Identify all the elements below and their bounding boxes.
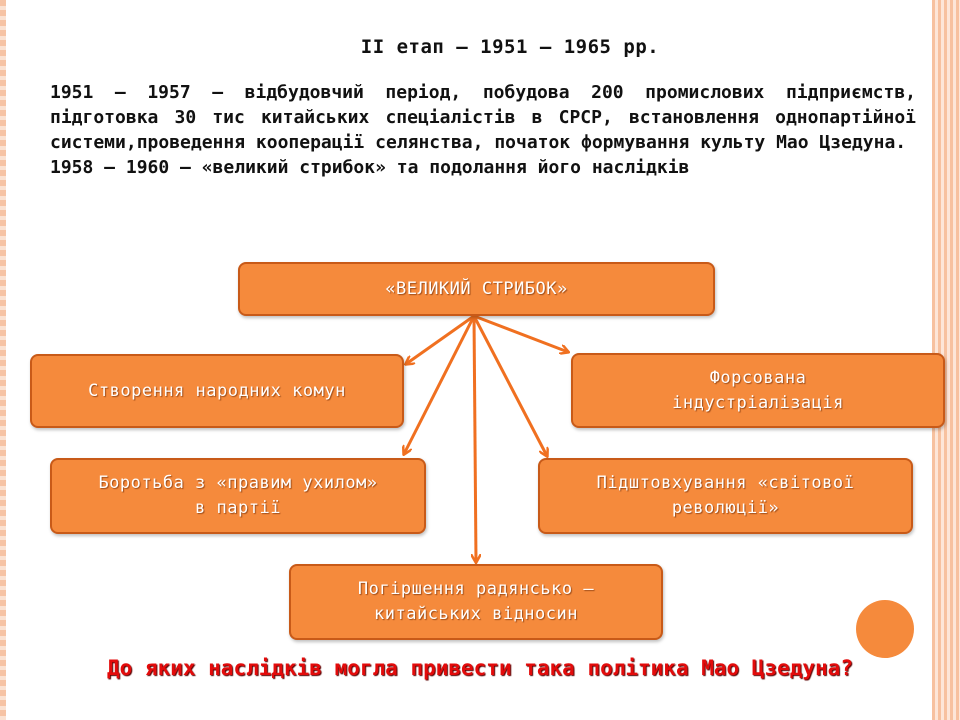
right-deviation-box: Боротьба з «правим ухилом» в партії	[50, 458, 426, 534]
industrialization-box: Форсована індустріалізація	[571, 353, 945, 428]
period-1951-1957-text: 1951 – 1957 – відбудовчий період, побудо…	[50, 82, 916, 153]
slide-title: ІІ етап – 1951 – 1965 рр.	[360, 36, 660, 58]
great-leap-box: «ВЕЛИКИЙ СТРИБОК»	[238, 262, 715, 316]
decorative-circle	[856, 600, 914, 658]
world-revolution-label: Підштовхування «світової революції»	[596, 473, 855, 518]
relations-label: Погіршення радянсько – китайських віднос…	[357, 579, 595, 624]
arrow-to-right-deviation	[404, 315, 476, 454]
arrow-to-industrialization	[473, 314, 568, 352]
arrow-to-world-revolution	[472, 315, 547, 456]
period-1958-1960-text: 1958 – 1960 – «великий стрибок» та подол…	[50, 157, 690, 178]
left-decorative-border	[0, 0, 6, 720]
right-deviation-label: Боротьба з «правим ухилом» в партії	[98, 473, 378, 518]
arrow-to-communes	[406, 314, 475, 364]
intro-paragraph: 1951 – 1957 – відбудовчий період, побудо…	[50, 80, 916, 180]
industrialization-label: Форсована індустріалізація	[672, 367, 844, 413]
great-leap-label: «ВЕЛИКИЙ СТРИБОК»	[385, 278, 568, 299]
relations-box: Погіршення радянсько – китайських віднос…	[289, 564, 663, 640]
discussion-question: До яких наслідків могла привести така по…	[107, 656, 853, 680]
world-revolution-box: Підштовхування «світової революції»	[538, 458, 913, 534]
arrow-to-relations	[474, 315, 476, 562]
communes-label: Створення народних комун	[88, 380, 346, 401]
communes-box: Створення народних комун	[30, 354, 404, 428]
